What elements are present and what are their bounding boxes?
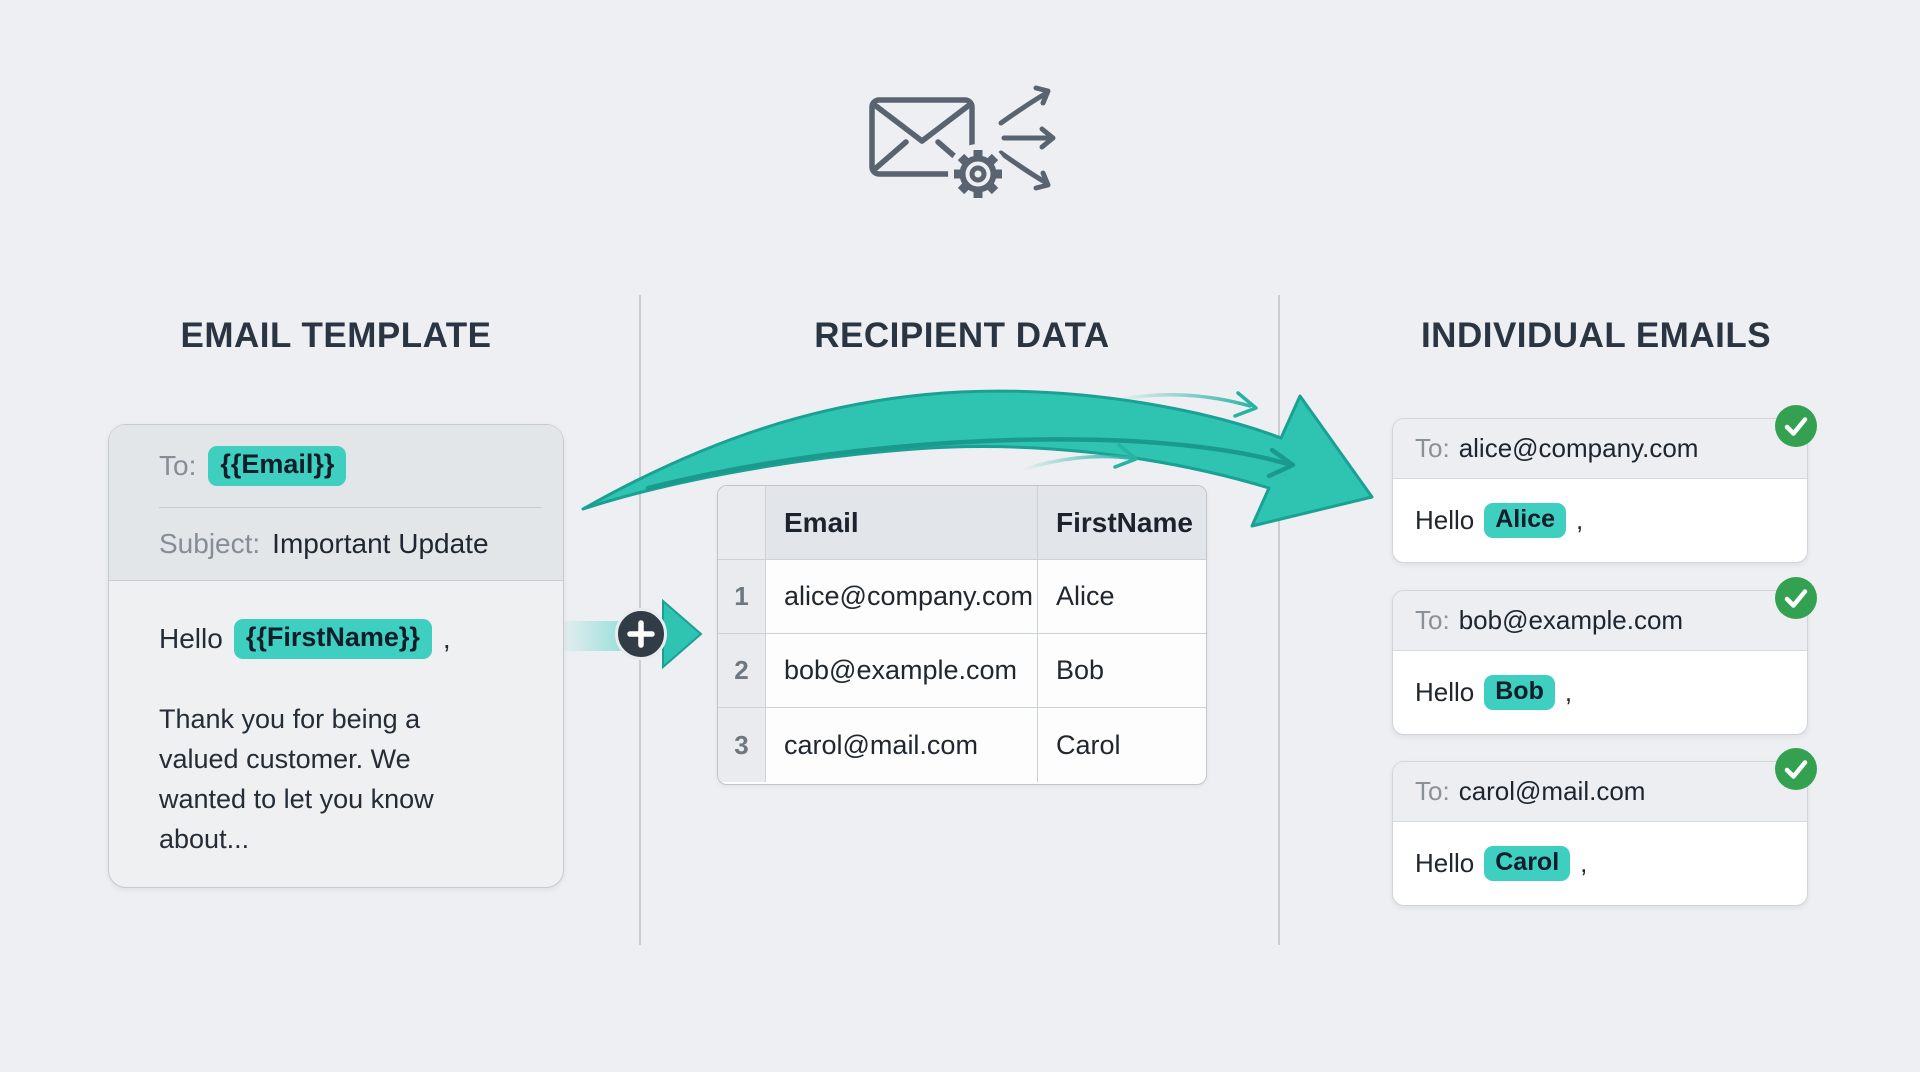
- email-card-header: To: alice@company.com: [1393, 419, 1807, 479]
- recipient-table: Email FirstName 1 alice@company.com Alic…: [717, 485, 1207, 785]
- table-corner-cell: [718, 486, 766, 560]
- cell-email: carol@mail.com: [766, 708, 1038, 782]
- individual-email-card: To: alice@company.com Hello Alice ,: [1392, 405, 1817, 563]
- fan-out-arrows-icon: [998, 85, 1056, 191]
- section-divider-left: [639, 295, 641, 945]
- template-subject-row: Subject: Important Update: [159, 508, 563, 580]
- email-card-header: To: bob@example.com: [1393, 591, 1807, 651]
- table-header-firstname: FirstName: [1038, 486, 1206, 560]
- subject-value: Important Update: [272, 528, 489, 559]
- email-card-body: Hello Carol ,: [1393, 822, 1807, 905]
- success-check-badge: [1775, 748, 1817, 790]
- template-greeting: Hello {{FirstName}} ,: [159, 619, 527, 659]
- section-divider-right: [1278, 295, 1280, 945]
- row-number: 3: [718, 708, 766, 782]
- merged-name-chip: Carol: [1484, 845, 1571, 882]
- mail-merge-icon: [869, 85, 1056, 198]
- greeting-prefix: Hello: [1415, 677, 1475, 707]
- email-template-card: To: {{Email}} Subject: Important Update …: [108, 424, 564, 888]
- cell-email: alice@company.com: [766, 560, 1038, 634]
- table-header-email: Email: [766, 486, 1038, 560]
- to-label: To:: [1415, 605, 1450, 635]
- accent-arrow-lower: [1020, 443, 1138, 472]
- success-check-badge: [1775, 577, 1817, 619]
- check-icon: [1784, 760, 1808, 779]
- check-icon: [1784, 589, 1808, 608]
- cell-firstname: Bob: [1038, 634, 1206, 708]
- template-card-header: To: {{Email}} Subject: Important Update: [109, 425, 563, 581]
- recipients-column-heading: RECIPIENT DATA: [814, 316, 1110, 355]
- to-label: To:: [1415, 433, 1450, 463]
- individual-column-heading: INDIVIDUAL EMAILS: [1420, 316, 1772, 355]
- email-address: carol@mail.com: [1458, 776, 1646, 806]
- row-number: 2: [718, 634, 766, 708]
- success-check-badge: [1775, 405, 1817, 447]
- email-card-body: Hello Alice ,: [1393, 479, 1807, 562]
- to-label: To:: [1415, 776, 1450, 806]
- greeting-suffix: ,: [442, 622, 451, 654]
- check-icon: [1784, 417, 1808, 436]
- individual-email-card: To: carol@mail.com Hello Carol ,: [1392, 748, 1817, 906]
- greeting-prefix: Hello: [1415, 505, 1475, 535]
- greeting-suffix: ,: [1564, 677, 1573, 707]
- envelope-icon: [869, 97, 975, 177]
- greeting-prefix: Hello: [1415, 848, 1475, 878]
- greeting-suffix: ,: [1580, 848, 1588, 878]
- to-label: To:: [159, 450, 197, 481]
- merge-plus-arrow: [563, 598, 703, 670]
- email-variable-chip: {{Email}}: [208, 446, 347, 486]
- template-column-heading: EMAIL TEMPLATE: [180, 316, 492, 355]
- email-card-header: To: carol@mail.com: [1393, 762, 1807, 822]
- gear-icon: [948, 144, 1008, 198]
- email-address: bob@example.com: [1458, 605, 1684, 635]
- merged-name-chip: Alice: [1484, 502, 1567, 539]
- greeting-prefix: Hello: [159, 622, 223, 654]
- cell-firstname: Carol: [1038, 708, 1206, 782]
- template-body-text: Thank you for being a valued customer. W…: [159, 703, 434, 854]
- template-card-body: Hello {{FirstName}} , Thank you for bein…: [109, 581, 563, 859]
- firstname-variable-chip: {{FirstName}}: [233, 619, 432, 659]
- row-number: 1: [718, 560, 766, 634]
- merged-name-chip: Bob: [1484, 674, 1555, 711]
- accent-arrow-upper: [1116, 391, 1258, 418]
- email-card-body: Hello Bob ,: [1393, 651, 1807, 734]
- email-address: alice@company.com: [1458, 433, 1699, 463]
- cell-firstname: Alice: [1038, 560, 1206, 634]
- subject-label: Subject:: [159, 528, 261, 559]
- template-to-row: To: {{Email}}: [159, 425, 541, 508]
- greeting-suffix: ,: [1576, 505, 1584, 535]
- plus-icon: [615, 608, 667, 660]
- individual-email-card: To: bob@example.com Hello Bob ,: [1392, 577, 1817, 735]
- cell-email: bob@example.com: [766, 634, 1038, 708]
